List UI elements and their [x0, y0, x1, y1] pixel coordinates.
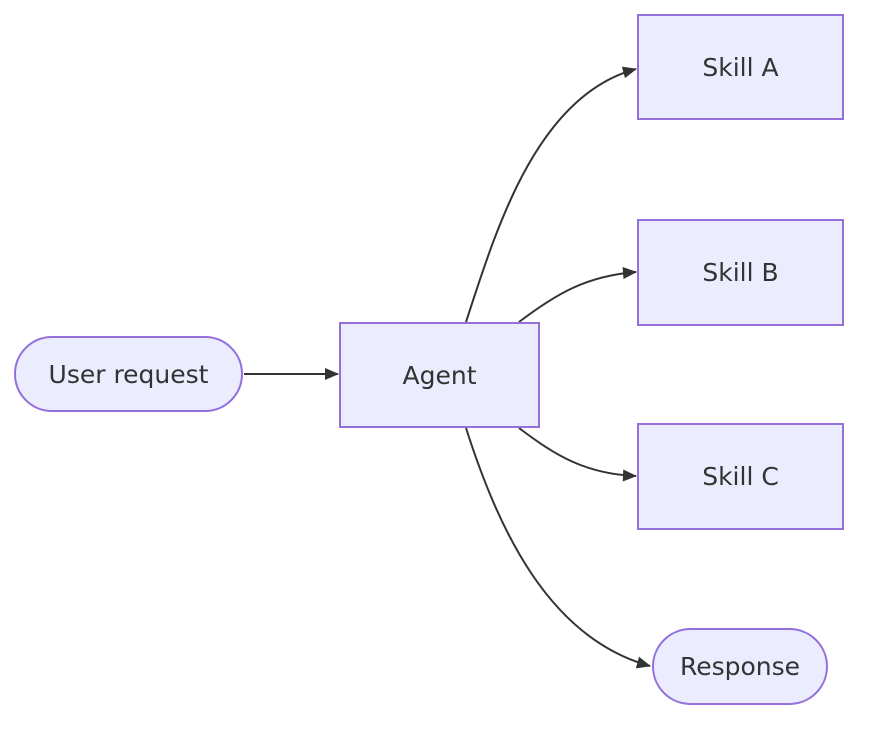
node-agent-label: Agent [402, 360, 477, 390]
node-skill-b: Skill B [637, 219, 844, 326]
edge-agent-to-skill-c [518, 427, 637, 482]
node-skill-b-label: Skill B [702, 258, 779, 287]
edge-agent-to-skill-a [465, 66, 637, 323]
node-skill-a: Skill A [637, 14, 844, 120]
node-skill-c-label: Skill C [702, 462, 779, 491]
node-user-request-label: User request [48, 359, 209, 389]
node-response-label: Response [679, 652, 801, 681]
edge-agent-to-skill-b [518, 267, 637, 323]
node-skill-c: Skill C [637, 423, 844, 530]
edge-agent-to-response [465, 427, 651, 669]
node-response: Response [652, 628, 828, 705]
node-user-request: User request [14, 336, 243, 412]
node-skill-a-label: Skill A [702, 52, 779, 82]
node-agent: Agent [339, 322, 540, 428]
